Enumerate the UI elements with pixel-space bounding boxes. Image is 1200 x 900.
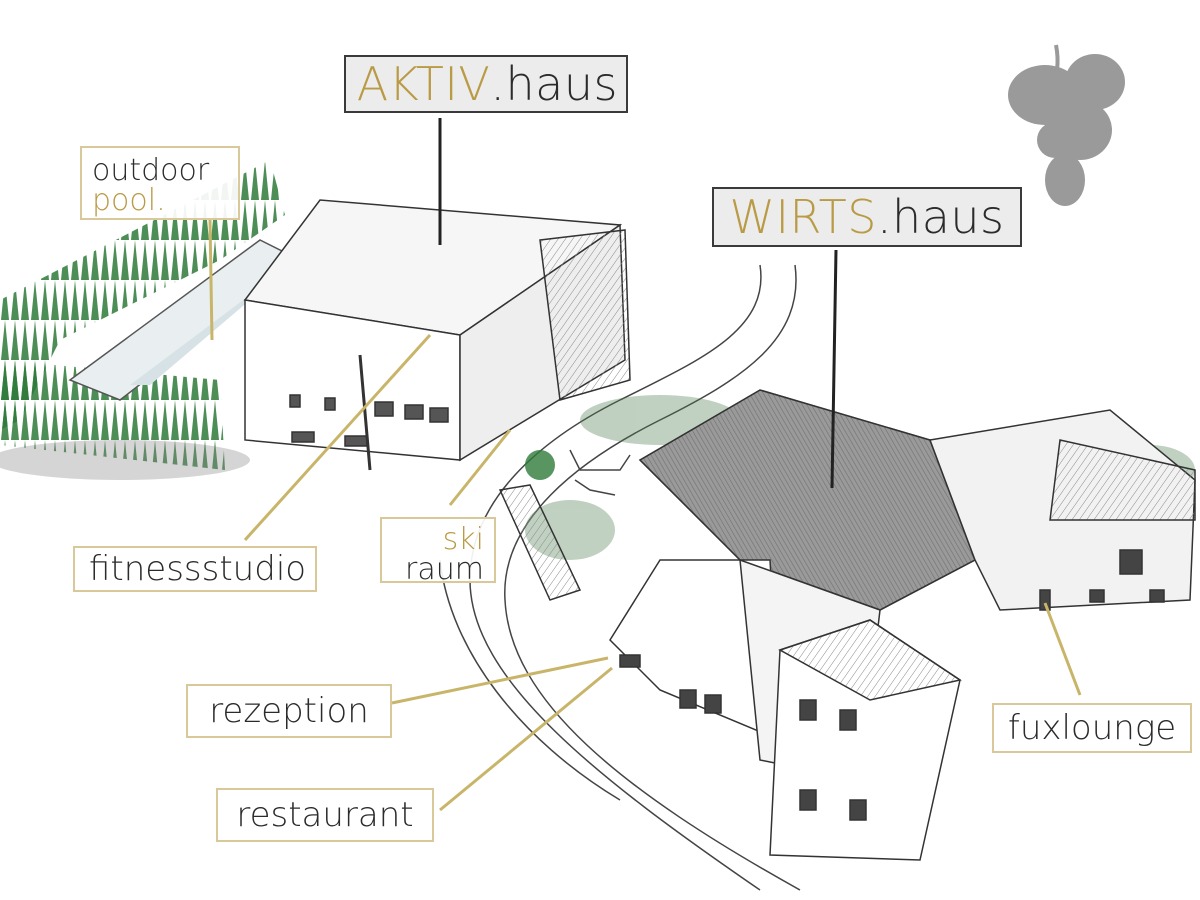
rezeption-text: rezeption	[209, 691, 369, 731]
tree-row	[0, 160, 285, 480]
aktiv-haus-title: AKTIV.haus	[344, 55, 628, 113]
skiraum-label[interactable]: ski raum	[380, 517, 496, 587]
aktiv-haus-building	[243, 199, 631, 471]
wirts-haus-title: WIRTS.haus	[712, 187, 1022, 247]
shed	[498, 484, 582, 601]
outdoor-pool-label[interactable]: outdoor pool.	[80, 146, 240, 220]
title-pointers	[438, 118, 838, 489]
restaurant-label[interactable]: restaurant	[216, 788, 434, 842]
outdoor-pool-line1: outdoor	[92, 153, 210, 188]
restaurant-text: restaurant	[236, 795, 414, 835]
fuxlounge-label[interactable]: fuxlounge	[992, 703, 1192, 753]
wirts-highlight: WIRTS	[729, 190, 877, 244]
aktiv-highlight: AKTIV	[356, 57, 491, 111]
leader-lines	[208, 219, 1082, 812]
fitnessstudio-label[interactable]: fitnessstudio	[73, 546, 317, 592]
grapes-icon	[1008, 44, 1125, 206]
skiraum-line1: ski	[442, 522, 484, 557]
rezeption-label[interactable]: rezeption	[186, 684, 392, 738]
fitnessstudio-text: fitnessstudio	[89, 549, 307, 589]
aktiv-rest: .haus	[490, 57, 618, 111]
wirts-haus-building	[609, 389, 1196, 861]
outdoor-pool-line2: pool.	[92, 183, 166, 218]
playground	[525, 449, 631, 496]
wirts-rest: .haus	[876, 190, 1005, 244]
skiraum-line2: raum	[405, 552, 484, 587]
fuxlounge-text: fuxlounge	[1007, 708, 1177, 748]
